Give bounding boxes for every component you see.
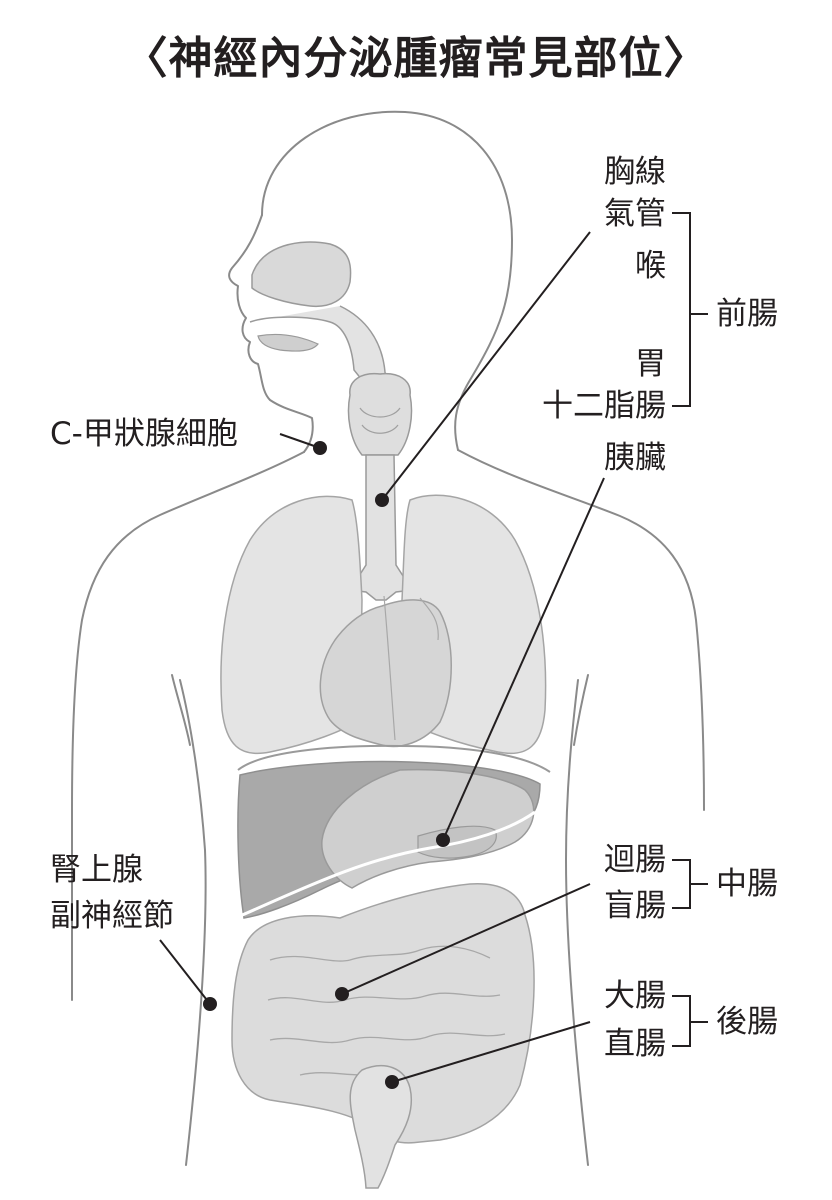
intestines: [231, 883, 535, 1189]
leader-lines: [159, 231, 605, 1083]
label-rectum: 直腸: [604, 1026, 666, 1062]
body-outline: [71, 110, 705, 1166]
label-larynx: 喉: [635, 248, 666, 284]
adrenal-marker-dot: [203, 997, 217, 1011]
trachea-marker-dot: [375, 493, 389, 507]
airway: [249, 241, 414, 601]
group-brackets: [672, 212, 708, 1047]
rectum: [349, 1065, 412, 1189]
label-duodenum: 十二脂腸: [542, 388, 666, 424]
label-c-cell: C-甲狀腺細胞: [50, 416, 238, 452]
label-paraganglion: 副神經節: [50, 898, 174, 934]
c-cell-marker-dot: [313, 441, 327, 455]
foregut-bracket: [672, 212, 708, 407]
label-ileum: 迴腸: [604, 842, 666, 878]
label-adrenal: 腎上腺: [50, 852, 143, 888]
label-midgut: 中腸: [716, 866, 778, 902]
hindgut-bracket: [672, 995, 708, 1047]
label-foregut: 前腸: [716, 296, 778, 332]
label-trachea: 氣管: [604, 196, 666, 232]
label-thymus: 胸線: [604, 154, 666, 190]
abdomen-upper: [237, 744, 551, 919]
diagram-title: 〈神經內分泌腫瘤常見部位〉: [123, 33, 709, 84]
label-pancreas: 胰臟: [604, 440, 666, 476]
ileum-marker-dot: [335, 987, 349, 1001]
label-cecum: 盲腸: [604, 888, 666, 924]
label-colon: 大腸: [604, 978, 666, 1014]
label-hindgut: 後腸: [716, 1004, 778, 1040]
midgut-bracket: [672, 859, 708, 909]
rectum-marker-dot: [385, 1075, 399, 1089]
label-stomach: 胃: [635, 346, 666, 382]
stomach: [321, 768, 535, 889]
pancreas-marker-dot: [436, 833, 450, 847]
marker-dots: [203, 441, 450, 1089]
